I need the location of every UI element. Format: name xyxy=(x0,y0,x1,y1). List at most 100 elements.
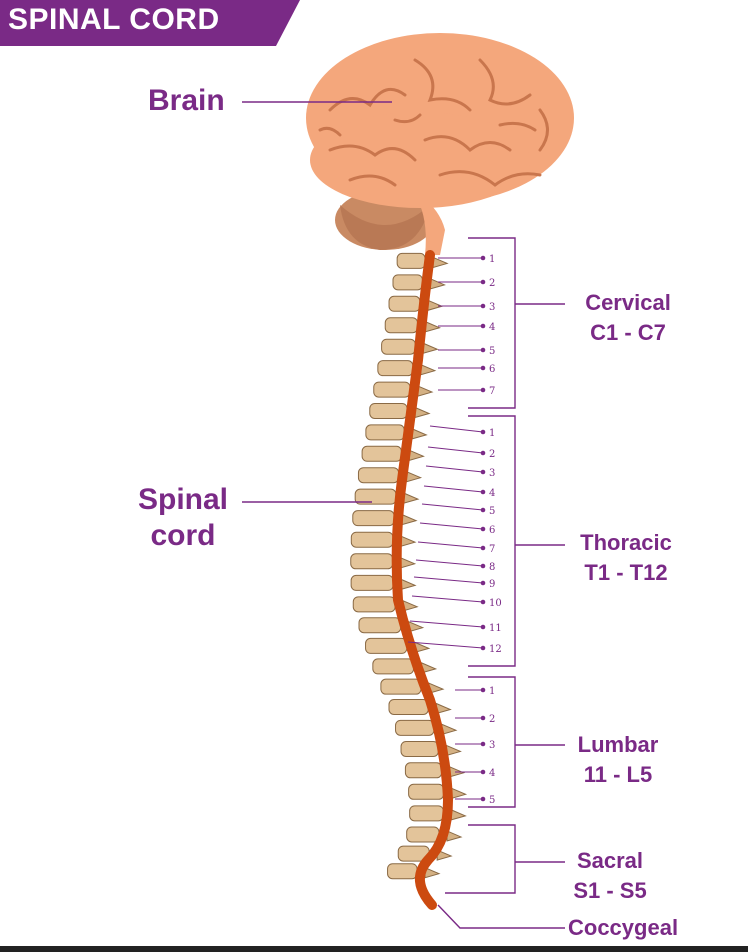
segment-tick-dot xyxy=(480,526,486,532)
segment-number: 5 xyxy=(489,346,495,357)
segment-tick-dot xyxy=(480,687,486,693)
vertebra xyxy=(352,596,419,613)
coccygeal-pointer-line xyxy=(437,904,565,929)
segment-tick-line xyxy=(415,559,484,567)
segment-number: 1 xyxy=(489,254,495,265)
lumbar-bracket xyxy=(468,676,565,808)
segment-number: 3 xyxy=(489,468,495,479)
segment-number: 7 xyxy=(489,386,495,397)
spinal-cord-label-line2: cord xyxy=(150,519,216,552)
vertebral-column xyxy=(350,252,468,880)
segment-tick-line xyxy=(417,541,484,549)
segment-tick-line xyxy=(411,595,484,603)
segment-tick-dot xyxy=(480,580,486,586)
vertebra xyxy=(372,658,438,675)
segment-number: 1 xyxy=(489,686,495,697)
vertebra xyxy=(350,574,417,591)
segment-tick-dot xyxy=(480,365,486,371)
segment-tick-dot xyxy=(480,429,486,435)
vertebra xyxy=(373,381,434,398)
segment-tick-line xyxy=(413,576,484,584)
segment-number: 12 xyxy=(489,644,502,655)
segment-tick-dot xyxy=(480,469,486,475)
segment-number: 6 xyxy=(489,364,495,375)
segment-tick-dot xyxy=(480,279,486,285)
segment-number: 4 xyxy=(489,768,495,779)
segment-number: 7 xyxy=(489,544,495,555)
segment-number: 8 xyxy=(489,562,495,573)
vertebra xyxy=(357,467,423,484)
vertebra xyxy=(380,678,445,695)
segment-tick-line xyxy=(429,425,484,433)
vertebra xyxy=(400,740,462,757)
vertebra xyxy=(361,445,425,462)
sacral-range: S1 - S5 xyxy=(573,878,647,903)
segment-tick-dot xyxy=(480,599,486,605)
vertebra xyxy=(408,783,468,800)
vertebra xyxy=(369,402,431,419)
segment-tick-dot xyxy=(480,347,486,353)
segment-tick-line xyxy=(407,641,484,649)
segment-number: 9 xyxy=(489,579,495,590)
segment-tick-dot xyxy=(480,769,486,775)
vertebra xyxy=(350,531,417,548)
sacral-label: Sacral S1 - S5 xyxy=(550,846,670,906)
vertebra xyxy=(409,805,467,822)
lumbar-name: Lumbar xyxy=(577,732,659,757)
segment-number: 6 xyxy=(489,525,495,536)
vertebra xyxy=(395,719,458,736)
segment-tick-dot xyxy=(480,645,486,651)
vertebra xyxy=(406,826,463,843)
page-title: SPINAL CORD xyxy=(8,3,220,36)
vertebra xyxy=(404,762,466,779)
segment-tick-line xyxy=(419,522,484,530)
segment-number: 3 xyxy=(489,302,495,313)
thoracic-bracket xyxy=(468,415,565,667)
segment-number: 3 xyxy=(489,740,495,751)
vertebra xyxy=(387,863,441,880)
segment-tick-line xyxy=(409,620,484,628)
coccygeal-label: Coccygeal xyxy=(568,915,679,940)
segment-tick-dot xyxy=(480,387,486,393)
segment-tick-dot xyxy=(480,303,486,309)
vertebra xyxy=(392,274,446,291)
cervical-range: C1 - C7 xyxy=(590,320,666,345)
vertebra xyxy=(384,317,442,334)
sacral-name: Sacral xyxy=(576,848,644,873)
segment-tick-dot xyxy=(480,489,486,495)
segment-tick-line xyxy=(425,465,484,473)
segment-number: 2 xyxy=(489,278,495,289)
segment-tick-dot xyxy=(480,563,486,569)
segment-tick-line xyxy=(421,503,484,511)
vertebra xyxy=(352,510,418,527)
vertebra xyxy=(381,338,439,355)
vertebra xyxy=(358,617,425,634)
segment-tick-dot xyxy=(480,796,486,802)
vertebra xyxy=(365,424,428,441)
segment-tick-dot xyxy=(480,715,486,721)
brain-label: Brain xyxy=(148,84,225,117)
segment-number: 2 xyxy=(489,714,495,725)
segment-number: 11 xyxy=(489,623,502,634)
lumbar-label: Lumbar 11 - L5 xyxy=(558,730,678,790)
thoracic-range: T1 - T12 xyxy=(584,560,668,585)
brain-illustration xyxy=(306,33,574,255)
segment-tick-dot xyxy=(480,741,486,747)
vertebra xyxy=(350,553,417,570)
spinal-cord-line xyxy=(391,250,454,910)
segment-tick-dot xyxy=(480,545,486,551)
spinal-cord-label: Spinal cord xyxy=(128,482,238,554)
vertebra xyxy=(388,698,452,715)
lumbar-range: 11 - L5 xyxy=(583,762,653,787)
spinal-cord-label-line1: Spinal xyxy=(137,483,228,516)
vertebra xyxy=(388,295,444,312)
segment-number: 4 xyxy=(489,488,495,499)
cervical-label: Cervical C1 - C7 xyxy=(568,288,688,348)
sacral-bracket xyxy=(445,824,565,894)
segment-number: 10 xyxy=(489,598,502,609)
segment-tick-dot xyxy=(480,323,486,329)
title-banner xyxy=(0,0,300,46)
vertebra xyxy=(396,252,449,269)
segment-number: 2 xyxy=(489,449,495,460)
